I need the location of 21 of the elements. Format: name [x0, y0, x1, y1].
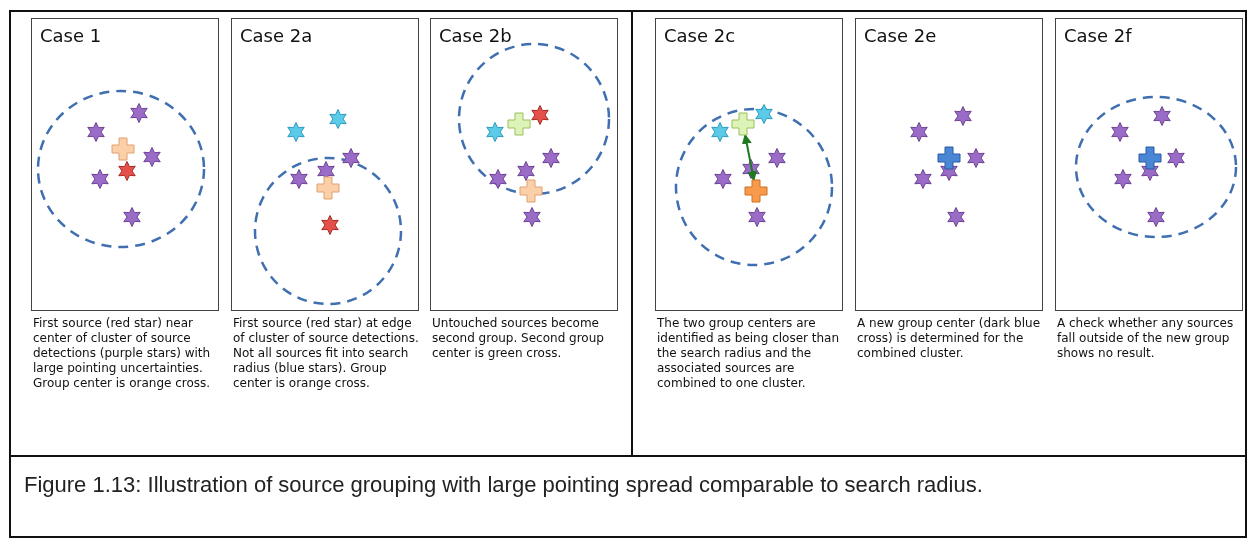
- panel: [1055, 18, 1243, 311]
- case-heading: Case 2c: [664, 25, 736, 46]
- panel-caption: Untouched sources become second group. Second group center is green cross.: [432, 316, 605, 361]
- panel: [430, 18, 618, 311]
- case-heading: Case 2a: [240, 25, 313, 46]
- panel-caption: First source (red star) at edge of cluster of source detections. Not all sources fit into search radius (blue stars). Group center is orange cross.: [233, 316, 420, 391]
- case-heading: Case 2e: [864, 25, 937, 46]
- panel: [655, 18, 843, 311]
- cross-icon: [731, 112, 755, 136]
- panel-caption: The two group centers are identified as being closer than the search radius and the associated sources are combined to one cluster.: [657, 316, 841, 391]
- panel: [855, 18, 1043, 311]
- panel: [231, 18, 419, 311]
- panel-caption: A check whether any sources fall outside of the new group shows no result.: [1057, 316, 1235, 361]
- panel-caption: First source (red star) near center of cluster of source detections (purple stars) with large pointing uncertainties. Group center is orange cross.: [33, 316, 212, 391]
- cross-icon: [744, 179, 768, 203]
- case-heading: Case 2f: [1064, 25, 1132, 46]
- case-heading: Case 2b: [439, 25, 512, 46]
- panel: [31, 18, 219, 311]
- panel-caption: A new group center (dark blue cross) is determined for the combined cluster.: [857, 316, 1042, 361]
- figure-caption: Figure 1.13: Illustration of source grouping with large pointing spread comparable to search radius.: [24, 471, 984, 499]
- case-heading: Case 1: [40, 25, 102, 46]
